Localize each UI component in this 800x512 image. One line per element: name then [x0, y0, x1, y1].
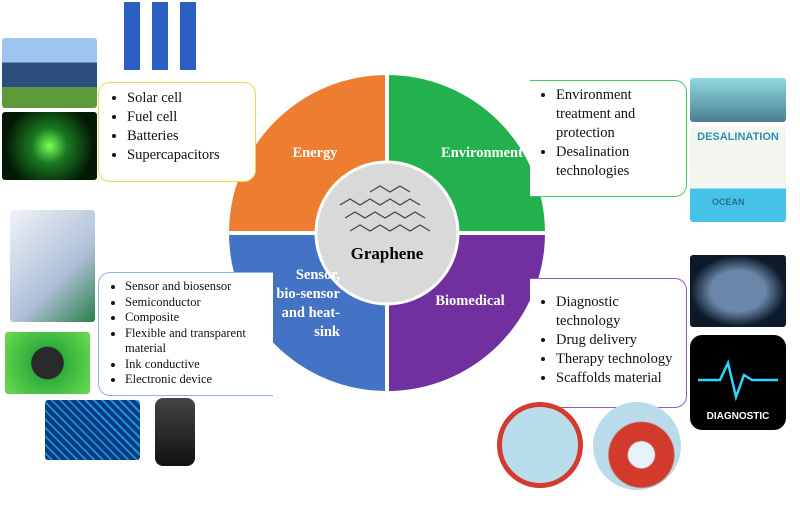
- list-item: Batteries: [127, 127, 255, 146]
- list-item: Scaffolds material: [556, 369, 686, 388]
- flexible-film-image: [5, 332, 90, 394]
- circuit-chip-image: [45, 400, 140, 460]
- list-item: Composite: [125, 310, 273, 326]
- sensor-label-line: and heat-: [281, 305, 340, 321]
- desalination-image: DESALINATION OCEAN: [690, 127, 786, 222]
- list-item: Desalination technologies: [556, 143, 686, 181]
- diagnostic-app-image: DIAGNOSTIC: [690, 335, 786, 430]
- list-item: Therapy technology: [556, 350, 686, 369]
- diagnostic-label: DIAGNOSTIC: [706, 411, 770, 422]
- list-item: Fuel cell: [127, 108, 255, 127]
- list-item: Supercapacitors: [127, 146, 255, 165]
- list-item: Flexible and transparent material: [125, 326, 273, 357]
- list-item: Environment treatment and protection: [556, 86, 686, 143]
- biomedical-box: Diagnostic technology Drug delivery Ther…: [530, 278, 687, 408]
- list-item: Solar cell: [127, 89, 255, 108]
- glucose-meter-image: [10, 210, 95, 322]
- graphene-center-circle: [314, 160, 460, 306]
- sensor-label-line: Sensor,: [295, 267, 340, 283]
- environment-label: Environment: [441, 145, 523, 161]
- tree-robot-hand-image: [690, 78, 786, 122]
- sensor-label-line: bio-sensor: [276, 286, 340, 302]
- environment-box: Environment treatment and protection Des…: [530, 80, 687, 197]
- conductive-ink-image: [155, 398, 195, 466]
- biomedical-label: Biomedical: [435, 293, 505, 309]
- graphene-label: Graphene: [350, 244, 424, 263]
- solar-panel-image: [2, 38, 97, 108]
- sensor-box: Sensor and biosensor Semiconductor Compo…: [98, 272, 273, 396]
- desalination-title: DESALINATION: [697, 131, 779, 143]
- list-item: Ink conductive: [125, 357, 273, 373]
- capsule-nanoparticles-image: [690, 255, 786, 327]
- energy-box: Solar cell Fuel cell Batteries Supercapa…: [98, 82, 256, 182]
- list-item: Electronic device: [125, 372, 273, 388]
- list-item: Diagnostic technology: [556, 293, 686, 331]
- list-item: Drug delivery: [556, 331, 686, 350]
- sensor-label: Sensor, bio-sensor and heat- sink: [248, 266, 340, 342]
- sensor-label-line: sink: [314, 324, 340, 340]
- supercapacitor-image: [118, 2, 208, 70]
- list-item: Semiconductor: [125, 295, 273, 311]
- battery-image: [2, 112, 97, 180]
- graphene-lattice-icon: [339, 185, 431, 232]
- drug-dna-icon: [497, 402, 583, 488]
- list-item: Sensor and biosensor: [125, 279, 273, 295]
- energy-label: Energy: [292, 145, 338, 161]
- human-dna-scan-icon: [593, 402, 681, 490]
- ocean-label: OCEAN: [712, 197, 745, 207]
